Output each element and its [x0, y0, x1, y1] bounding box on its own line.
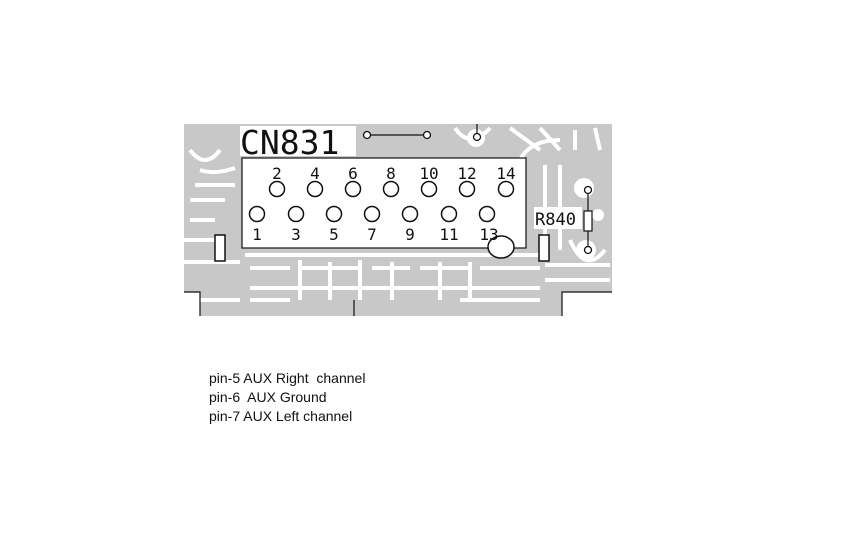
jumper-component — [362, 130, 432, 140]
pad-pin-6 — [344, 180, 362, 198]
pin-label-11: 11 — [439, 225, 458, 244]
pin-label-13: 13 — [479, 225, 498, 244]
mount-slot-left — [214, 234, 226, 262]
connector-cn831: 2 4 6 8 10 12 14 1 3 5 7 9 11 13 — [214, 157, 550, 262]
pin-label-9: 9 — [405, 225, 415, 244]
pin-label-2: 2 — [272, 164, 282, 183]
pin-label-3: 3 — [291, 225, 301, 244]
pin-label-8: 8 — [386, 164, 396, 183]
pin-label-4: 4 — [310, 164, 320, 183]
pin-label-6: 6 — [348, 164, 358, 183]
resistor-r840 — [583, 185, 593, 255]
pin-label-12: 12 — [457, 164, 476, 183]
test-point — [472, 124, 482, 142]
pad-pin-12 — [458, 180, 476, 198]
connector-ref-label: CN831 — [240, 123, 339, 162]
pin-label-5: 5 — [329, 225, 339, 244]
pad-pin-10 — [420, 180, 438, 198]
board-edge — [184, 291, 612, 316]
pad-pin-4 — [306, 180, 324, 198]
pad-pin-3 — [287, 205, 305, 223]
mount-slot-right — [538, 234, 550, 262]
resistor-ref-label: R840 — [535, 210, 576, 230]
note-pin-5: pin-5 AUX Right channel — [209, 370, 366, 386]
pin-label-14: 14 — [496, 164, 515, 183]
note-pin-6: pin-6 AUX Ground — [209, 389, 327, 405]
pad-pin-7 — [363, 205, 381, 223]
pad-pin-11 — [440, 205, 458, 223]
pad-pin-1 — [248, 205, 266, 223]
pad-pin-2 — [268, 180, 286, 198]
pad-pin-13 — [478, 205, 496, 223]
note-pin-7: pin-7 AUX Left channel — [209, 408, 353, 424]
pin-label-7: 7 — [367, 225, 377, 244]
pad-pin-8 — [382, 180, 400, 198]
pad-pin-5 — [325, 205, 343, 223]
pin-label-10: 10 — [419, 164, 438, 183]
pin-13-marker — [487, 235, 515, 259]
pad-pin-14 — [497, 180, 515, 198]
pin-label-1: 1 — [252, 225, 262, 244]
pad-pin-9 — [401, 205, 419, 223]
